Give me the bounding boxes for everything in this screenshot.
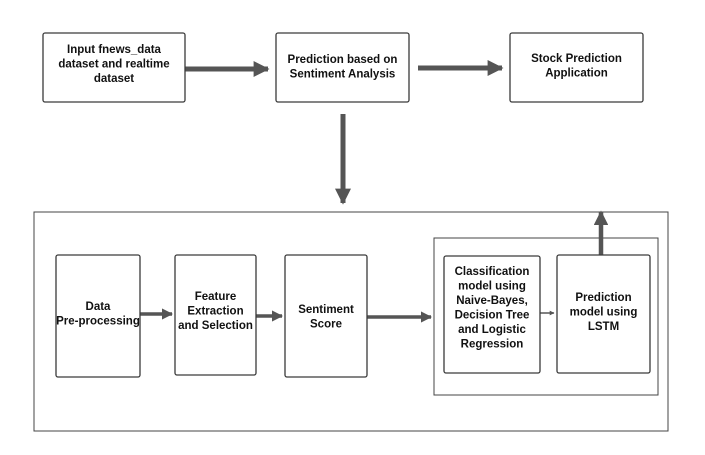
label-line: Regression — [461, 339, 524, 351]
label-line: dataset — [94, 73, 134, 85]
label-line: and Logistic — [458, 324, 526, 336]
label-line: Input fnews_data — [67, 44, 162, 56]
label-line: Stock Prediction — [531, 53, 622, 65]
sentiment-prediction-node: Prediction based on Sentiment Analysis — [275, 32, 410, 103]
label-line: Sentiment — [298, 304, 354, 316]
label-line: Decision Tree — [455, 310, 530, 322]
label-line: and Selection — [178, 320, 253, 332]
label-line: Extraction — [187, 306, 243, 318]
label-line: Feature — [195, 291, 237, 303]
label-line: Classification — [455, 266, 530, 278]
label-line: Naive-Bayes, — [456, 295, 528, 307]
label-line: LSTM — [588, 321, 619, 333]
label-line: Pre-processing — [56, 316, 140, 328]
label-line: model using — [458, 281, 526, 293]
label-line: Sentiment Analysis — [290, 69, 396, 81]
label-line: Score — [310, 319, 342, 331]
label-line: model using — [570, 307, 638, 319]
label-line: dataset and realtime — [58, 59, 169, 71]
label-line: Data — [86, 301, 112, 313]
pipeline-container — [33, 211, 669, 432]
sentiment-prediction-node-label: Prediction based on Sentiment Analysis — [288, 54, 398, 81]
label-line: Application — [545, 68, 608, 80]
models-container — [433, 237, 659, 396]
label-line: Prediction — [575, 292, 631, 304]
label-line: Prediction based on — [288, 54, 398, 66]
